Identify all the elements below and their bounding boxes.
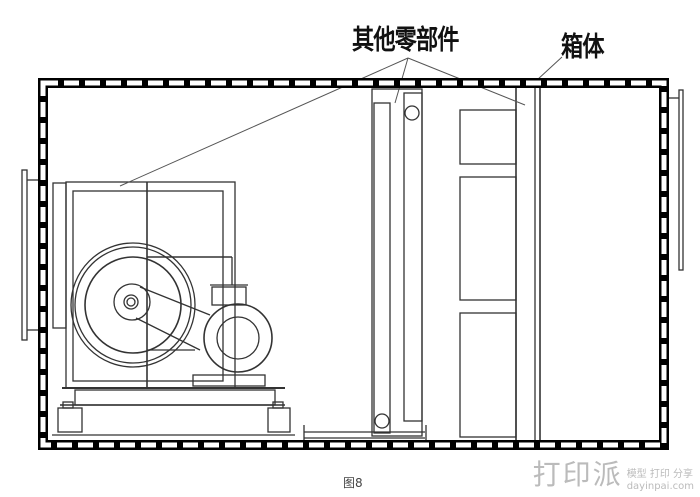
- base-frame: [52, 387, 295, 436]
- outlet-flange: [669, 89, 684, 271]
- leader-lines: [119, 56, 563, 187]
- figure-caption: 图8: [343, 476, 363, 490]
- filter-section: [303, 88, 427, 440]
- casing-wall: [38, 78, 669, 450]
- watermark-logo: 打印派: [532, 458, 623, 491]
- coil-section: [459, 88, 541, 440]
- watermark-tagline: 模型 打印 分享: [626, 469, 694, 480]
- fan-housing: [52, 181, 236, 389]
- fan-wheel: [70, 242, 196, 368]
- label-other-parts: 其他零部件: [352, 25, 459, 56]
- label-casing: 箱体: [561, 32, 604, 63]
- watermark-site: dayinpai.com: [626, 481, 694, 492]
- motor: [192, 284, 273, 387]
- belt: [135, 286, 211, 351]
- inlet-flange: [21, 169, 38, 341]
